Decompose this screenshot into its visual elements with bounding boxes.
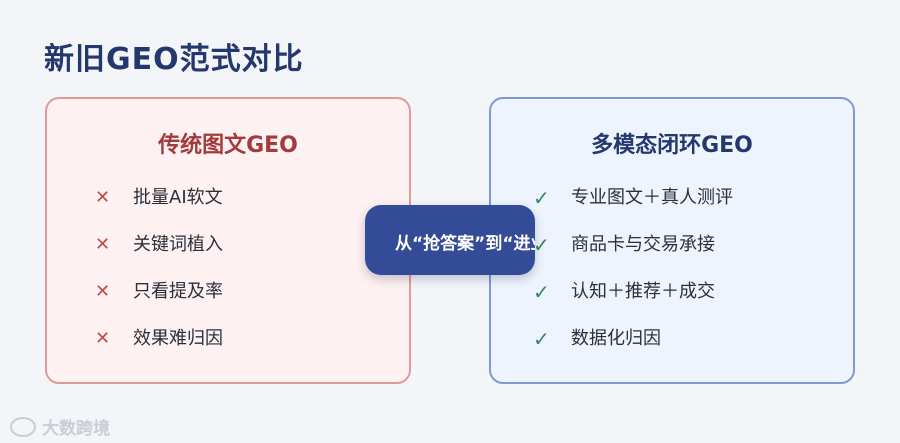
list-item: ✓ 数据化归因 bbox=[533, 328, 733, 375]
multimodal-geo-title: 多模态闭环GEO bbox=[591, 133, 753, 158]
check-icon: ✓ bbox=[533, 233, 550, 257]
list-item-label: 数据化归因 bbox=[571, 328, 661, 349]
list-item-label: 效果难归因 bbox=[133, 328, 223, 349]
list-item-label: 专业图文＋真人测评 bbox=[571, 187, 733, 208]
list-item: ✓ 认知＋推荐＋成交 bbox=[533, 281, 733, 328]
traditional-geo-title: 传统图文GEO bbox=[158, 133, 298, 158]
list-item-label: 只看提及率 bbox=[133, 281, 223, 302]
transition-badge: 从“抢答案”到“进业务 bbox=[365, 205, 535, 275]
logo-icon bbox=[10, 416, 36, 437]
list-item: ✕ 关键词植入 bbox=[95, 234, 223, 281]
cross-icon: ✕ bbox=[95, 281, 111, 302]
check-icon: ✓ bbox=[533, 280, 550, 304]
check-icon: ✓ bbox=[533, 327, 550, 351]
list-item: ✕ 批量AI软文 bbox=[95, 187, 223, 234]
multimodal-geo-list: ✓ 专业图文＋真人测评 ✓ 商品卡与交易承接 ✓ 认知＋推荐＋成交 ✓ 数据化归… bbox=[533, 187, 733, 375]
watermark: 大数跨境 bbox=[10, 414, 110, 439]
list-item: ✕ 只看提及率 bbox=[95, 281, 223, 328]
list-item-label: 认知＋推荐＋成交 bbox=[571, 281, 715, 302]
list-item-label: 商品卡与交易承接 bbox=[571, 234, 715, 255]
cross-icon: ✕ bbox=[95, 187, 111, 208]
watermark-text: 大数跨境 bbox=[42, 419, 110, 439]
traditional-geo-card: 传统图文GEO ✕ 批量AI软文 ✕ 关键词植入 ✕ 只看提及率 ✕ 效果难归因 bbox=[45, 97, 411, 384]
list-item-label: 批量AI软文 bbox=[133, 187, 223, 208]
cross-icon: ✕ bbox=[95, 234, 111, 255]
check-icon: ✓ bbox=[533, 186, 550, 210]
list-item-label: 关键词植入 bbox=[133, 234, 223, 255]
page-title: 新旧GEO范式对比 bbox=[44, 42, 304, 77]
traditional-geo-list: ✕ 批量AI软文 ✕ 关键词植入 ✕ 只看提及率 ✕ 效果难归因 bbox=[95, 187, 223, 375]
cross-icon: ✕ bbox=[95, 328, 111, 349]
multimodal-geo-card: 多模态闭环GEO ✓ 专业图文＋真人测评 ✓ 商品卡与交易承接 ✓ 认知＋推荐＋… bbox=[489, 97, 855, 384]
list-item: ✕ 效果难归因 bbox=[95, 328, 223, 375]
list-item: ✓ 商品卡与交易承接 bbox=[533, 234, 733, 281]
list-item: ✓ 专业图文＋真人测评 bbox=[533, 187, 733, 234]
transition-badge-text: 从“抢答案”到“进业务 bbox=[395, 234, 535, 254]
